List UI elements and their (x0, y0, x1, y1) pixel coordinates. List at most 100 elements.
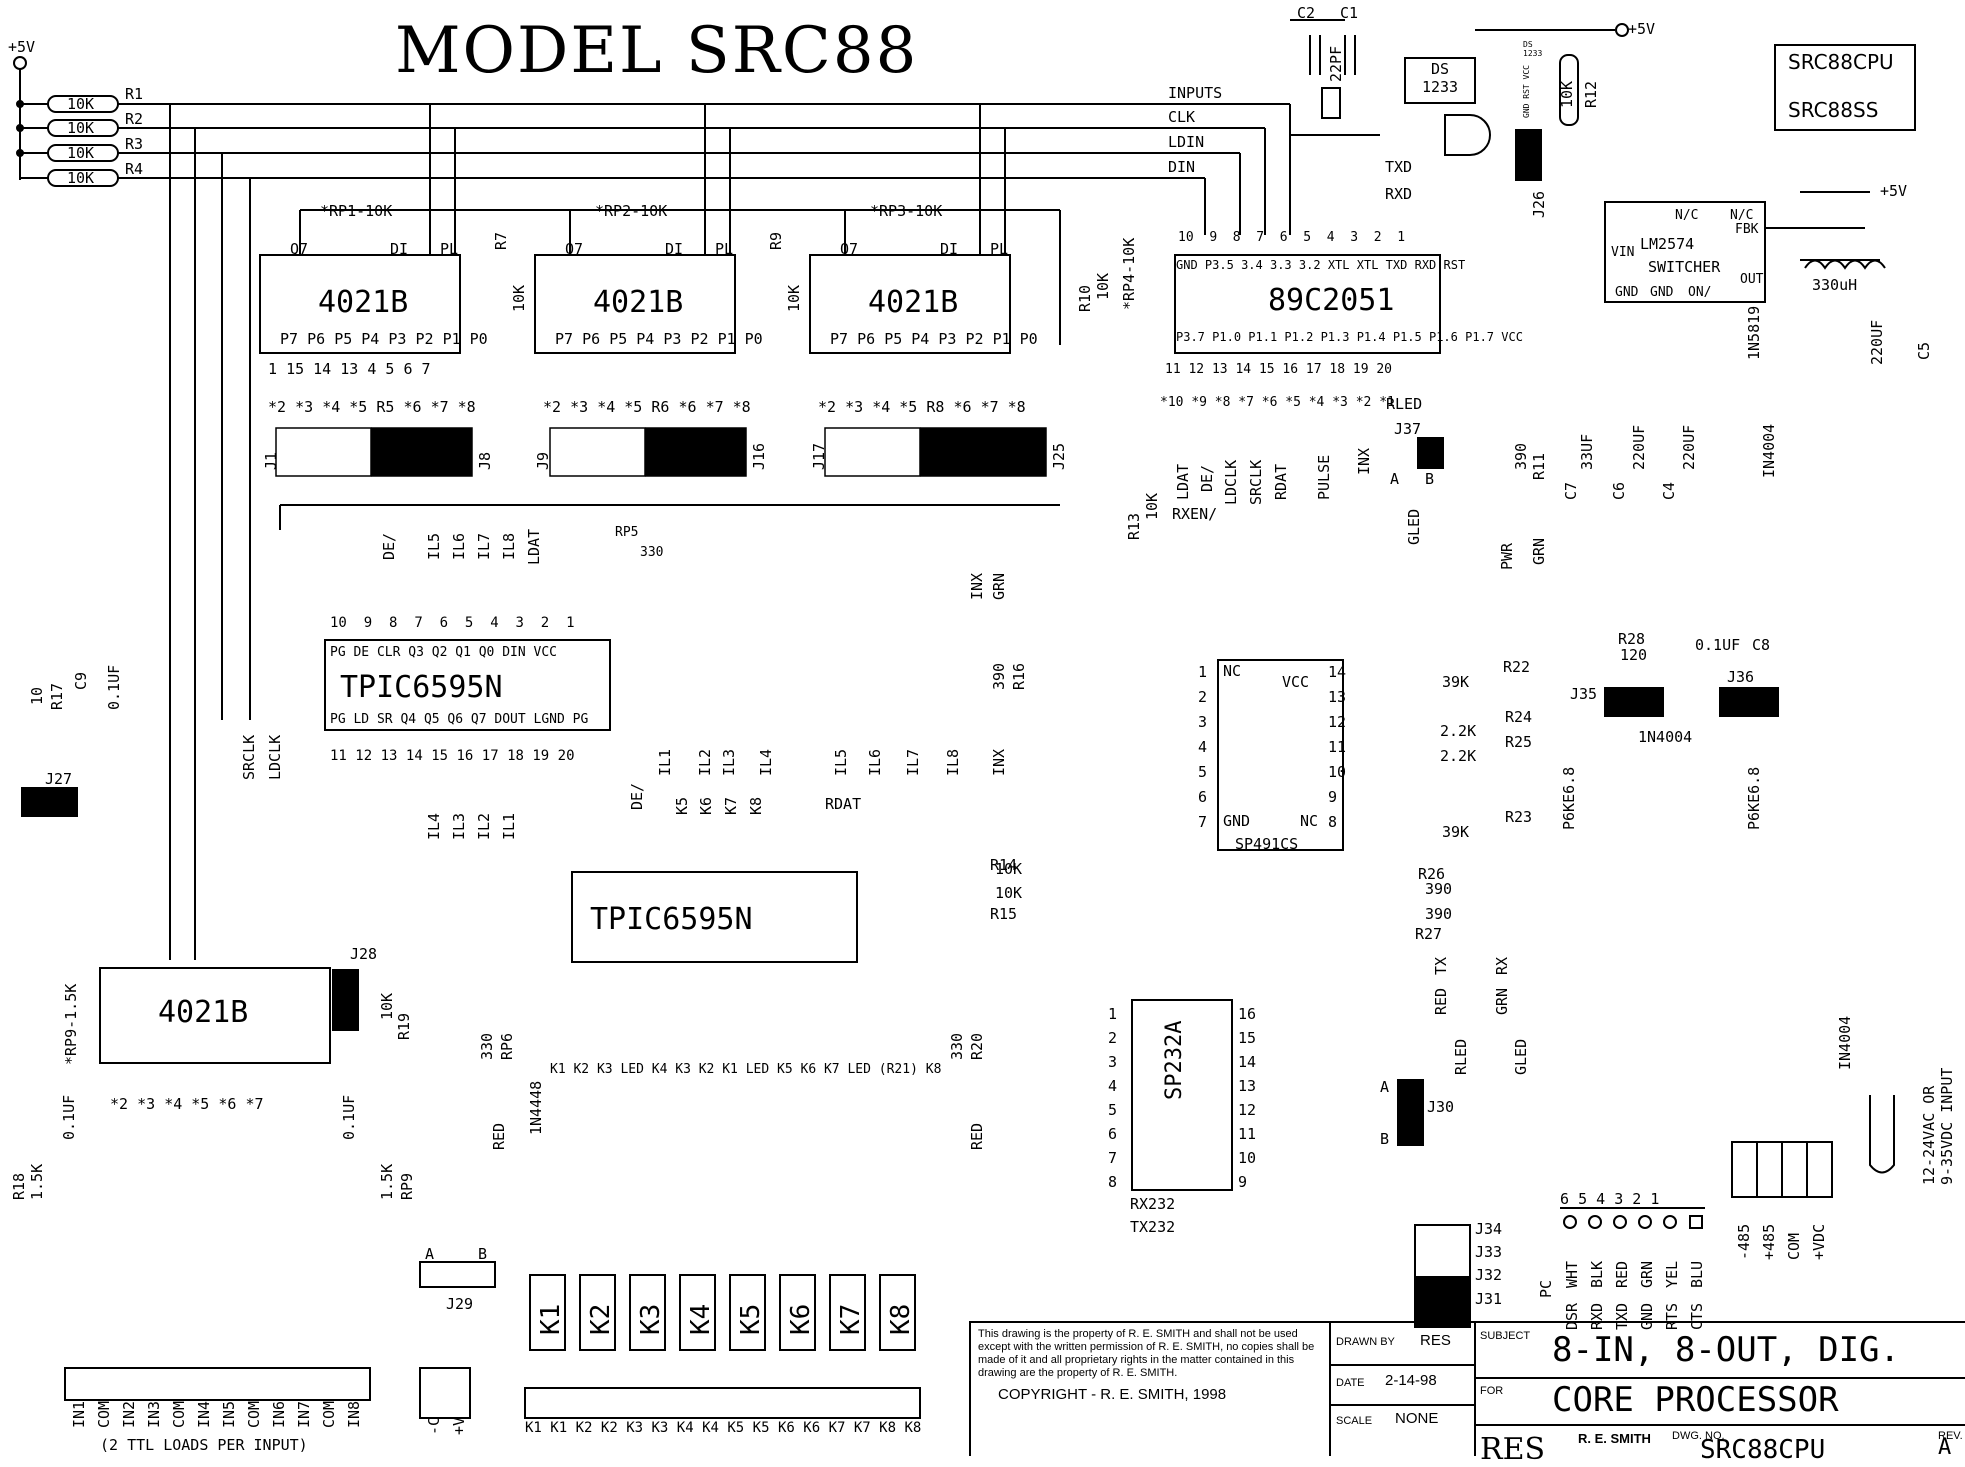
mcu-top-names: GND P3.5 3.4 3.3 3.2 XTL XTL TXD RXD RST (1176, 258, 1466, 272)
relay-led-labels: K1 K2 K3 LED K4 K3 K2 K1 LED K5 K6 K7 LE… (550, 1062, 942, 1077)
rp6-ref: RP6 (498, 1032, 516, 1060)
r10-value: 10K (1094, 272, 1112, 300)
tpic1-il5: IL5 (425, 532, 443, 560)
tb-drawn: RES (1420, 1332, 1451, 1349)
sr2-j-right: J16 (750, 442, 768, 470)
switcher-cap-ref: C5 (1915, 341, 1933, 360)
r1-value: 10K (67, 95, 95, 113)
r15-value: 10K (995, 884, 1023, 902)
r27-value: 390 (1425, 905, 1453, 923)
pwr-label: PWR (1498, 542, 1516, 570)
pc-red: RED (1613, 1260, 1631, 1288)
pc-cts: CTS (1688, 1302, 1706, 1330)
term-in8: IN8 (345, 1400, 363, 1428)
relay-k8: K8 (886, 1303, 916, 1335)
switcher-nc1: N/C (1675, 208, 1699, 223)
sr1-pin-di: DI (390, 240, 409, 258)
sr2-pins-bottom: P7 P6 P5 P4 P3 P2 P1 P0 (555, 330, 763, 348)
term-neg-c: -C (425, 1416, 443, 1435)
r10-ref: R10 (1076, 284, 1094, 312)
tpic1-il1: IL1 (500, 812, 518, 840)
term-com2: COM (170, 1400, 188, 1428)
tb-scale: NONE (1395, 1410, 1439, 1427)
term-in5: IN5 (220, 1400, 238, 1428)
resistor-r2 (20, 119, 1265, 137)
r7-ref: R7 (492, 231, 510, 250)
tb-notice: This drawing is the property of R. E. SM… (978, 1328, 1315, 1379)
rx-label: RX (1493, 956, 1511, 975)
tb-for-label: FOR (1480, 1385, 1504, 1397)
pc-wht: WHT (1563, 1260, 1581, 1288)
tb-scale-label: SCALE (1336, 1415, 1373, 1427)
sr1-pins-bottom: P7 P6 P5 P4 P3 P2 P1 P0 (280, 330, 488, 348)
j34-ref: J34 (1475, 1220, 1503, 1238)
pc-rxd: RXD (1588, 1302, 1606, 1330)
tb-logo: RES (1480, 1432, 1546, 1467)
led-bank-value: 330 (640, 545, 664, 560)
r20-ref: R20 (968, 1032, 986, 1060)
ds1233 (1404, 23, 1629, 181)
sr3-pin-di: DI (940, 240, 959, 258)
pc-label: PC (1537, 1279, 1555, 1298)
switcher-sub: SWITCHER (1648, 258, 1721, 276)
sr2 (534, 254, 736, 354)
sr2-pin-q7: Q7 (565, 240, 584, 258)
resistor-r1 (20, 95, 1290, 113)
sr1-input-list: *2 *3 *4 *5 R5 *6 *7 *8 (268, 398, 476, 416)
led-il4: IL4 (757, 748, 775, 776)
sr3-j-left: J17 (810, 442, 828, 470)
led-inx-top: INX (968, 572, 986, 600)
pc-gnd: GND (1638, 1302, 1656, 1330)
mcu-top-pins: 10 9 8 7 6 5 4 3 2 1 (1178, 230, 1406, 245)
tb-subject: 8-IN, 8-OUT, DIG. (1552, 1330, 1900, 1370)
j37 (1417, 437, 1444, 469)
resistor-r4 (20, 169, 1205, 187)
sr3 (809, 254, 1011, 354)
relay-diode-type: 1N4448 (527, 1080, 545, 1135)
r20-value: 330 (948, 1032, 966, 1060)
relay-k6: K6 (786, 1303, 816, 1335)
j30-b: B (1380, 1130, 1390, 1148)
j29-ref: J29 (446, 1295, 474, 1313)
sp491-name: SP491CS (1235, 835, 1299, 853)
crystal (1290, 19, 1380, 136)
tb-drawn-label: DRAWN BY (1336, 1336, 1395, 1348)
relay-k3: K3 (636, 1303, 666, 1335)
c8-ref: C8 (1752, 636, 1771, 654)
pc-txd: TXD (1613, 1302, 1631, 1330)
c7-value: 33UF (1578, 433, 1596, 470)
switcher-cap: 220UF (1868, 319, 1886, 365)
r2-ref: R2 (125, 110, 144, 128)
tpic1-il7: IL7 (475, 532, 493, 560)
sp232-left-pins: 1 2 3 4 5 6 7 8 (1108, 1005, 1118, 1191)
j27-ref: J27 (45, 770, 73, 788)
rxen-label: RXEN/ (1172, 505, 1218, 523)
tpic1-ldat: LDAT (525, 528, 543, 565)
r14-ref: R14 (990, 856, 1018, 874)
title-block-frame (969, 1321, 1965, 1456)
term-in2: IN2 (120, 1400, 138, 1428)
term-in7: IN7 (295, 1400, 313, 1428)
c4-value: 220UF (1680, 424, 1698, 470)
r24-value: 2.2K (1440, 722, 1477, 740)
pc-dsr: DSR (1563, 1302, 1581, 1330)
r22-value: 39K (1442, 673, 1470, 691)
tpic2-name: TPIC6595N (590, 902, 753, 937)
pwr-term-neg485: -485 (1735, 1223, 1753, 1260)
ds-vcc: +5V (1628, 20, 1656, 38)
pwr-term-pos485: +485 (1760, 1223, 1778, 1260)
sr3-input-list: *2 *3 *4 *5 R8 *6 *7 *8 (818, 398, 1026, 416)
tpic2-de: DE/ (628, 782, 646, 810)
term-in1: IN1 (70, 1400, 88, 1428)
sr3-pin-pl: PL (990, 240, 1009, 258)
sp232-rx: RX232 (1130, 1195, 1176, 1213)
j27 (21, 787, 78, 817)
switcher-out-label: +5V (1880, 182, 1908, 200)
r1-ref: R1 (125, 85, 144, 103)
term-in4: IN4 (195, 1400, 213, 1428)
power-terminals (1731, 1095, 1895, 1198)
net-ldclk: LDCLK (1222, 459, 1240, 505)
rp6-color: RED (490, 1122, 508, 1150)
led-il3: IL3 (720, 748, 738, 776)
net-ldat: LDAT (1174, 463, 1192, 500)
